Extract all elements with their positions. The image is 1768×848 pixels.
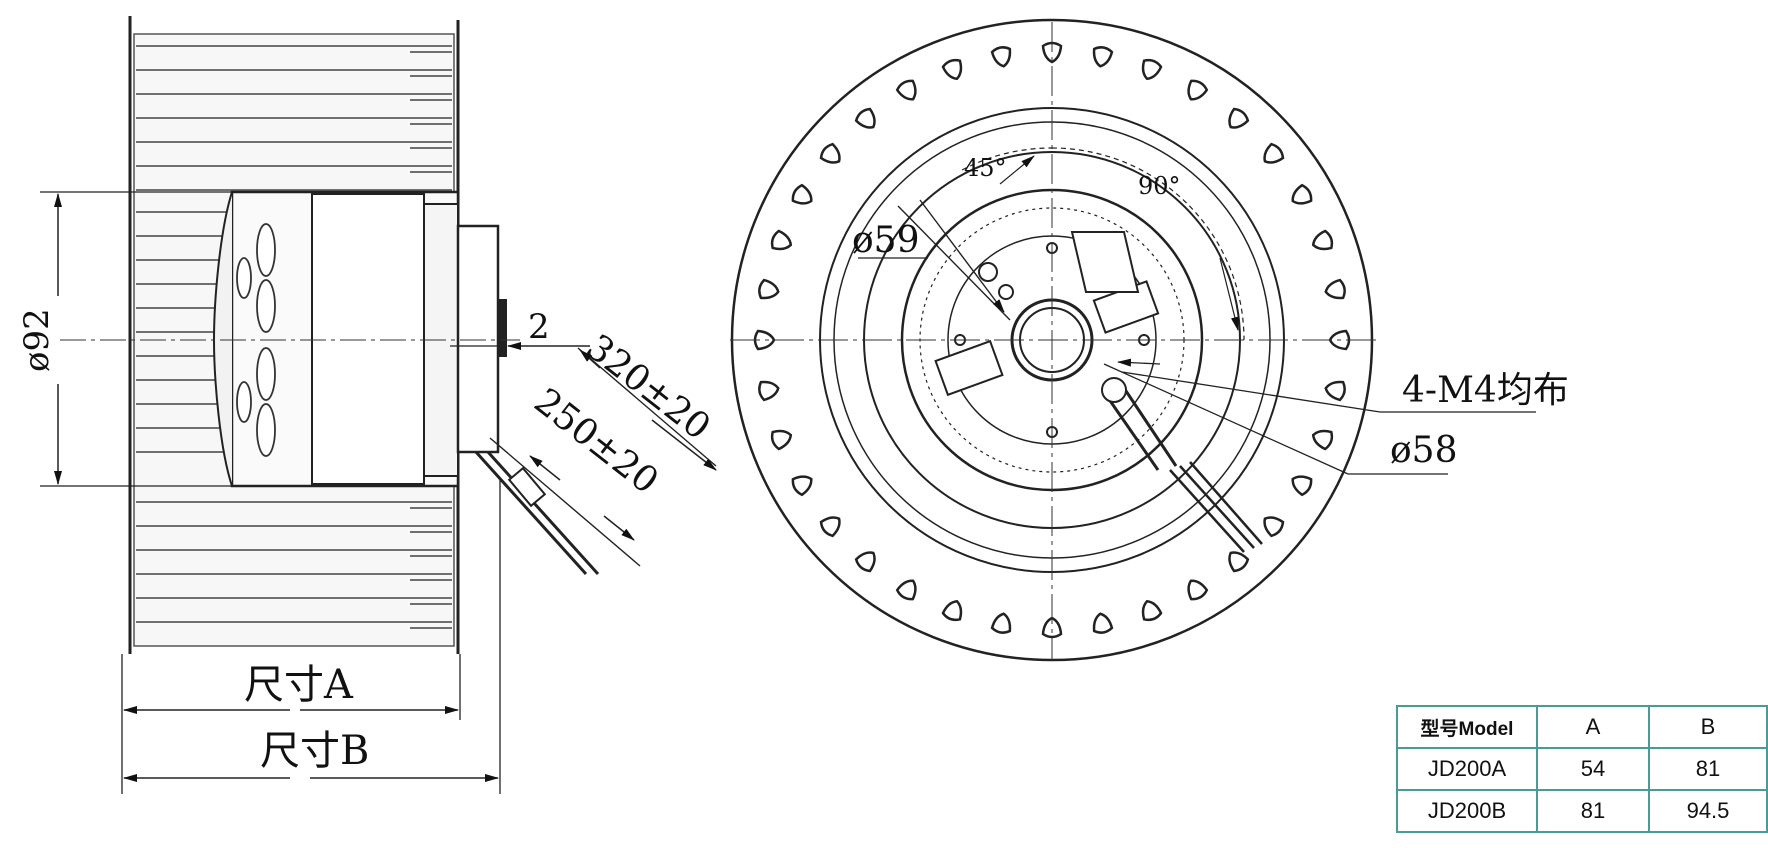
- table-cell: 81: [1648, 747, 1768, 791]
- front-view: [730, 18, 1536, 662]
- table-row: JD200A 54 81: [1396, 747, 1768, 791]
- table-cell: 81: [1536, 789, 1650, 833]
- table-cell: 54: [1536, 747, 1650, 791]
- holes-note: 4-M4均布: [1402, 370, 1569, 411]
- spec-table: 型号Model A B JD200A 54 81 JD200B 81 94.5: [1396, 705, 1768, 833]
- dim-size-a: 尺寸A: [244, 662, 354, 708]
- table-header-a: A: [1536, 705, 1650, 749]
- table-header-model: 型号Model: [1396, 705, 1538, 749]
- vent-holes: [753, 41, 1351, 639]
- angle-90: 90°: [1138, 172, 1181, 200]
- dim-size-b: 尺寸B: [260, 728, 369, 774]
- table-row: JD200B 81 94.5: [1396, 789, 1768, 833]
- dim-gap: 2: [528, 307, 550, 347]
- side-view: [40, 16, 717, 794]
- dim-diameter-92: ø92: [17, 308, 57, 372]
- table-cell: JD200A: [1396, 747, 1538, 791]
- table-cell: 94.5: [1648, 789, 1768, 833]
- table-cell: JD200B: [1396, 789, 1538, 833]
- dim-diameter-58: ø58: [1390, 430, 1457, 471]
- table-header-b: B: [1648, 705, 1768, 749]
- table-header-row: 型号Model A B: [1396, 705, 1768, 749]
- dim-diameter-59: ø59: [852, 220, 919, 261]
- impeller-blades: [136, 45, 452, 629]
- angle-45: 45°: [964, 154, 1007, 182]
